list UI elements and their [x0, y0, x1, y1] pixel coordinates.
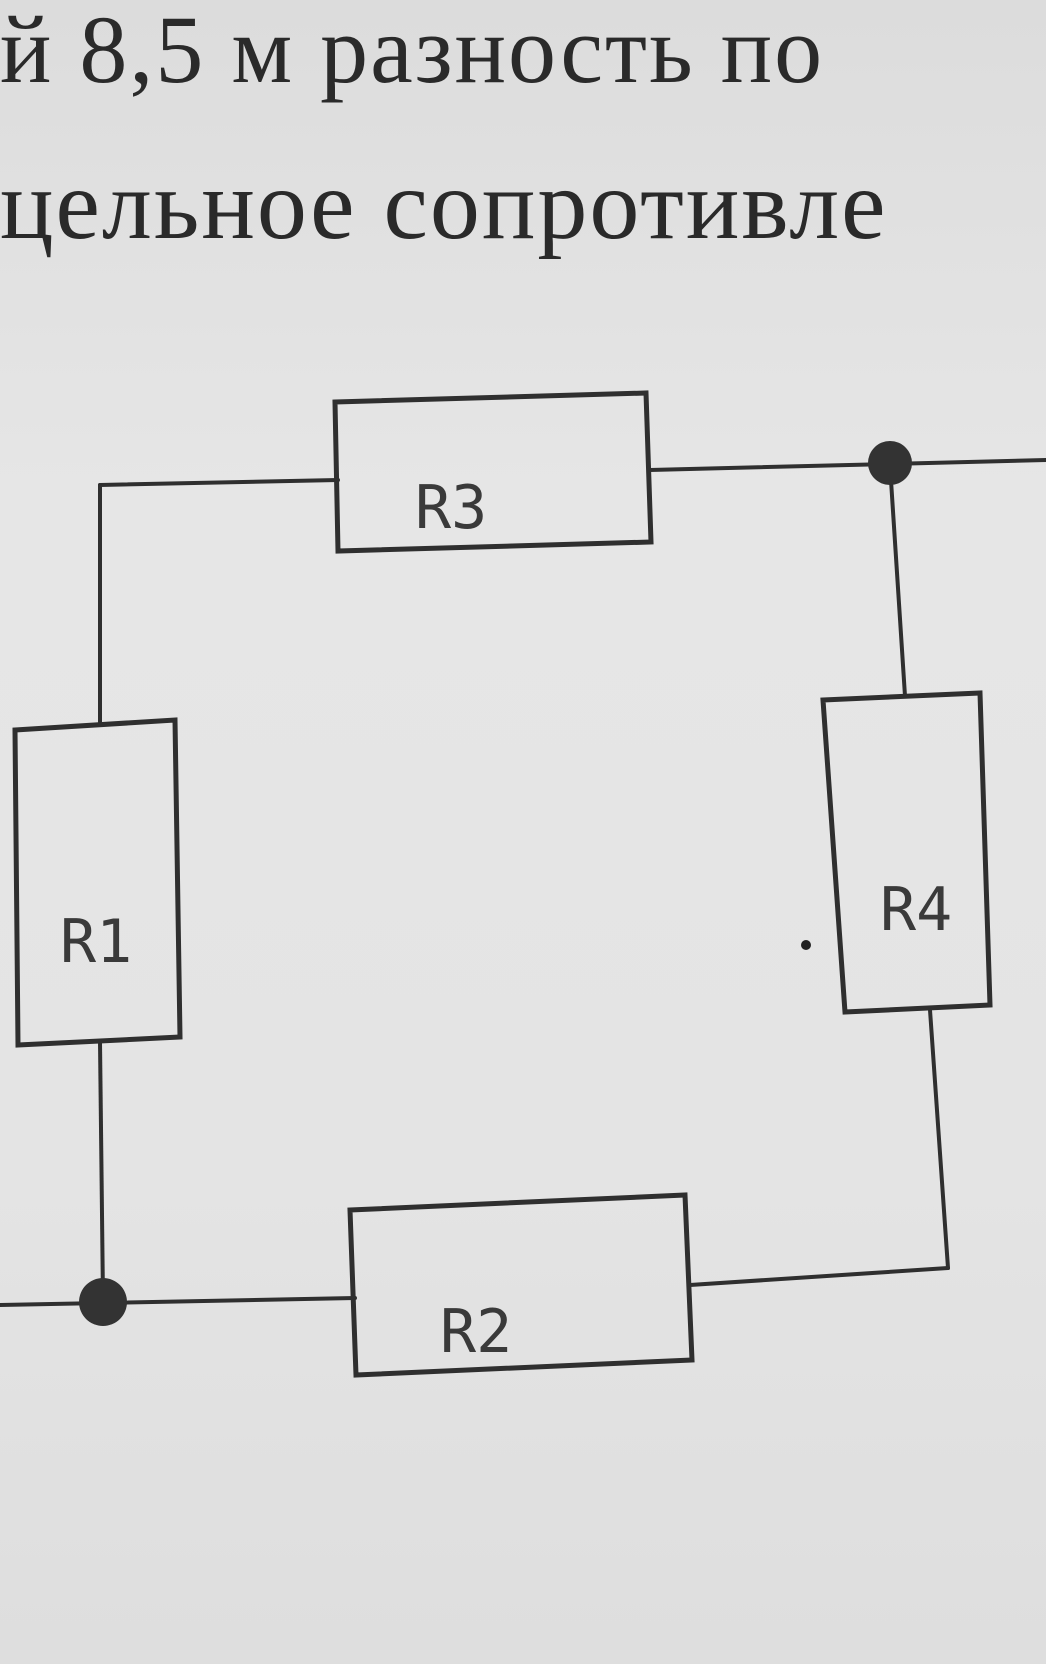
- wire-left-lower: [98, 1040, 105, 1302]
- wire-bottom-right: [688, 1266, 950, 1287]
- wire-top-right: [648, 458, 1046, 472]
- junction-node-bottom-left: [79, 1278, 127, 1326]
- resistor-r3-body: [332, 390, 654, 554]
- problem-text-line-1: й 8,5 м разность по: [0, 0, 825, 103]
- resistor-r1-label: R1: [60, 907, 132, 977]
- resistor-r2-body: [347, 1192, 695, 1378]
- resistor-r4-label: R4: [880, 875, 952, 945]
- resistor-r2-label: R2: [440, 1297, 512, 1367]
- wire-right-lower: [928, 1008, 950, 1270]
- wire-right-upper: [888, 463, 907, 698]
- stray-dot: [801, 940, 811, 950]
- wire-top-left: [98, 478, 340, 487]
- wire-bottom-left: [0, 1296, 357, 1307]
- problem-text-line-2: цельное сопротивле: [0, 149, 888, 260]
- resistor-r1-body: [12, 717, 183, 1048]
- resistor-r3-label: R3: [415, 473, 487, 543]
- resistor-r4-body: [820, 690, 993, 1015]
- junction-node-top-right: [868, 441, 912, 485]
